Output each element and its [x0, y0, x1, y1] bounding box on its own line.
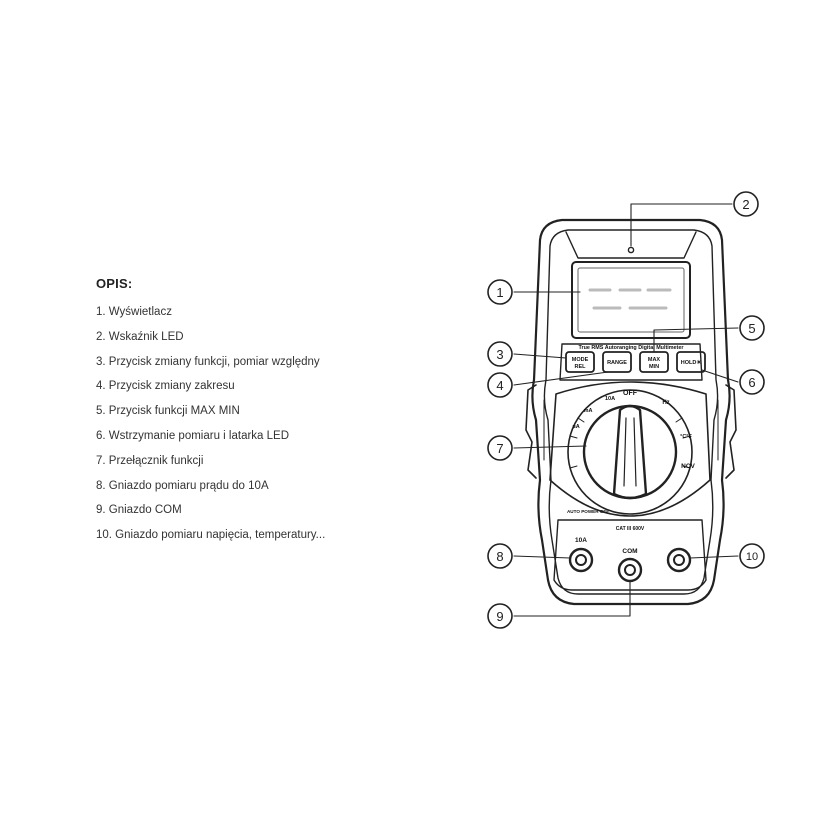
jack-v[interactable] — [666, 547, 692, 573]
dial-knob[interactable] — [612, 404, 648, 500]
callout-9-circle — [487, 603, 513, 629]
range-button[interactable] — [602, 351, 632, 373]
callout-2: 2 — [742, 197, 749, 212]
callout-1: 1 — [496, 285, 503, 300]
leader-lines — [513, 203, 739, 617]
list-item: 2. Wskaźnik LED — [96, 330, 184, 343]
callout-5-circle — [739, 315, 765, 341]
dial-hz-label: Hz — [662, 400, 669, 406]
list-item: 9. Gniazdo COM — [96, 504, 182, 517]
list-item: 6. Wstrzymanie pomiaru i latarka LED — [96, 429, 290, 442]
dial-ua-label: μA — [572, 424, 579, 430]
description-list: 1. Wyświetlacz 2. Wskaźnik LED 3. Przyci… — [96, 305, 436, 542]
dial-ring — [567, 389, 693, 515]
callout-2-circle — [733, 191, 759, 217]
callout-8-circle — [487, 543, 513, 569]
list-item: 7. Przełącznik funkcji — [96, 454, 204, 467]
function-dial[interactable] — [582, 404, 678, 500]
description-panel: OPIS: 1. Wyświetlacz 2. Wskaźnik LED 3. … — [96, 276, 436, 553]
list-item: 10. Gniazdo pomiaru napięcia, temperatur… — [96, 529, 326, 542]
dial-ncv-label: NCV — [681, 463, 695, 470]
leader-5 — [653, 327, 739, 353]
leader-3 — [513, 353, 567, 359]
leader-9 — [513, 580, 631, 617]
callout-3-circle — [487, 341, 513, 367]
dial-10a-label: 10A — [605, 396, 615, 402]
multimeter-drawing: 1 2 3 4 5 6 7 8 9 10 True RMS Autorangin… — [487, 191, 765, 629]
model-text: True RMS Autoranging Digital Multimeter — [579, 345, 685, 351]
jack-com-label: COM — [622, 548, 637, 555]
list-item: 8. Gniazdo pomiaru prądu do 10A — [96, 479, 269, 492]
callout-6-circle — [739, 369, 765, 395]
jack-10a-inner — [575, 554, 587, 566]
holster-outline — [531, 218, 731, 606]
right-grip — [725, 384, 737, 479]
leader-7 — [513, 445, 587, 449]
cat-label: CAT III 600V — [616, 526, 645, 532]
jack-v-inner — [673, 554, 685, 566]
callout-10: 10 — [746, 551, 758, 563]
top-bumper — [565, 231, 697, 259]
dial-surround — [549, 381, 711, 517]
list-item: 4. Przycisk zmiany zakresu — [96, 380, 235, 393]
description-heading: OPIS: — [96, 276, 133, 291]
callout-9: 9 — [496, 609, 503, 624]
leader-8 — [513, 555, 571, 559]
dial-off-label: OFF — [623, 390, 638, 397]
leader-6 — [701, 369, 739, 383]
range-label: RANGE — [607, 360, 627, 366]
callout-5: 5 — [748, 321, 755, 336]
jack-10a[interactable] — [568, 547, 594, 573]
hold-label: HOLD☀ — [681, 359, 702, 366]
lcd-segments — [588, 288, 672, 310]
left-grip — [525, 384, 537, 479]
jack-panel — [553, 519, 707, 591]
leader-2 — [630, 203, 733, 247]
list-item: 5. Przycisk funkcji MAX MIN — [96, 405, 240, 418]
callout-10-circle — [739, 543, 765, 569]
leader-4 — [513, 371, 609, 386]
jack-com[interactable] — [617, 557, 643, 583]
dial-ticks — [569, 417, 691, 469]
min-label: MIN — [649, 364, 659, 370]
callout-7: 7 — [496, 441, 503, 456]
callout-4: 4 — [496, 378, 503, 393]
leader-10 — [689, 555, 739, 559]
callout-6: 6 — [748, 375, 755, 390]
holster-inner — [543, 229, 719, 595]
mode-label: MODE — [572, 357, 589, 363]
dial-ma-label: mA — [584, 408, 593, 414]
list-item: 1. Wyświetlacz — [96, 306, 172, 318]
mode-rel-button[interactable] — [565, 351, 595, 373]
hold-button[interactable] — [676, 351, 706, 373]
list-item: 3. Przycisk zmiany funkcji, pomiar wzglę… — [96, 355, 320, 368]
callout-3: 3 — [496, 347, 503, 362]
dial-temp-label: °C°F — [680, 434, 692, 440]
max-label: MAX — [648, 357, 661, 363]
lcd-display — [571, 261, 691, 339]
rel-label: REL — [575, 364, 587, 370]
multimeter-diagram: 1 2 3 4 5 6 7 8 9 10 True RMS Autorangin… — [470, 180, 790, 640]
callout-1-circle — [487, 279, 513, 305]
callout-circles — [487, 191, 765, 629]
led-indicator — [627, 246, 635, 254]
callout-7-circle — [487, 435, 513, 461]
dial-knob-grip — [623, 417, 637, 487]
auto-power-off-label: AUTO POWER OFF — [567, 509, 609, 514]
jack-com-inner — [624, 564, 636, 576]
lcd-inner — [577, 267, 685, 333]
callout-8: 8 — [496, 549, 503, 564]
jack-10a-label: 10A — [575, 537, 587, 544]
callout-4-circle — [487, 372, 513, 398]
